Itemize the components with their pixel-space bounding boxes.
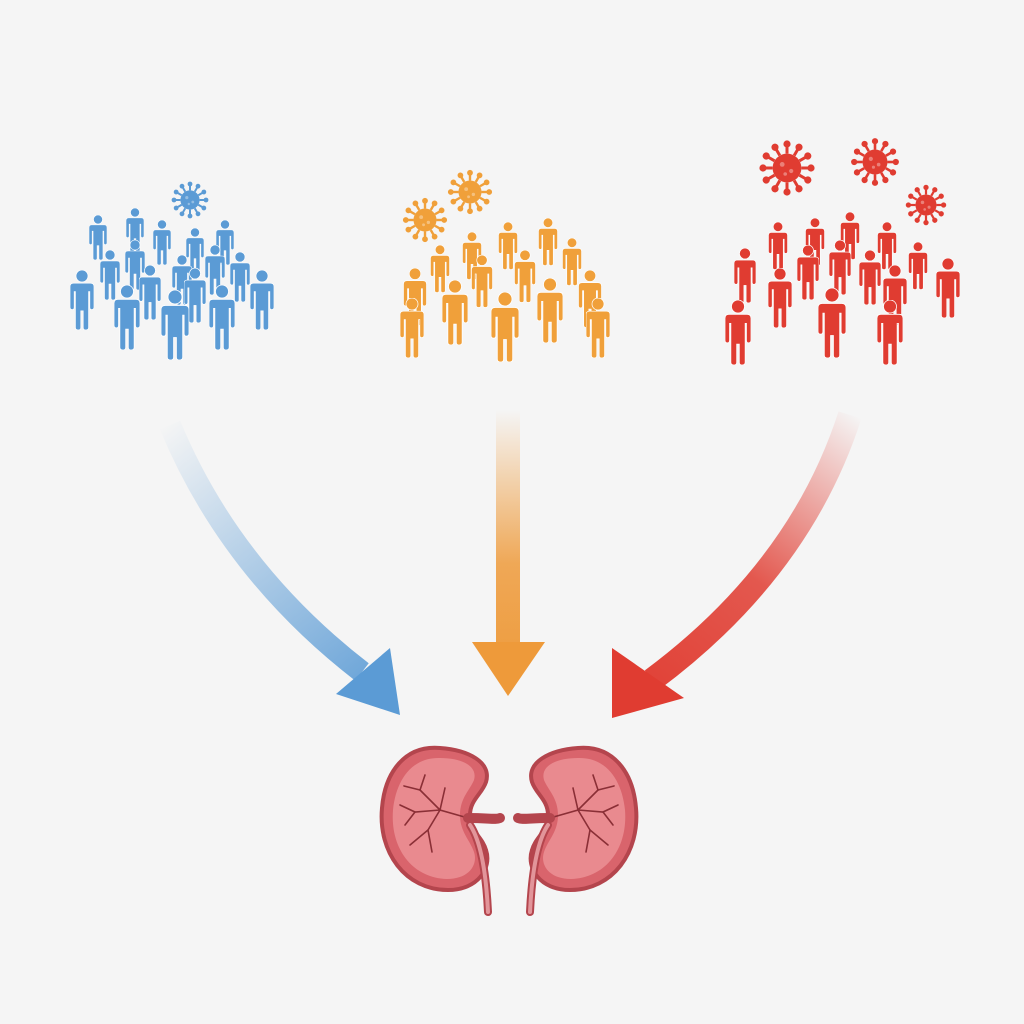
virus-icon (851, 138, 899, 186)
virus-icon (172, 182, 209, 219)
person-icon (734, 248, 756, 303)
virus-icon (448, 170, 492, 214)
person-icon (70, 270, 94, 330)
person-icon (908, 242, 928, 290)
person-icon (153, 220, 171, 265)
arrow-high-to-kidneys (612, 411, 862, 718)
person-icon (818, 288, 846, 358)
person-icon (230, 252, 250, 302)
virus-icon (906, 185, 946, 225)
person-icon (562, 238, 582, 286)
left-kidney (379, 745, 505, 916)
person-icon (139, 265, 161, 320)
kidneys-illustration (379, 745, 639, 916)
virus-icon (759, 140, 814, 195)
person-icon (430, 245, 450, 293)
person-icon (725, 300, 751, 365)
arrow-medium-to-kidneys (472, 410, 545, 696)
medium-exposure-group (400, 170, 610, 362)
person-icon (538, 218, 558, 266)
person-icon (768, 268, 792, 328)
person-icon (442, 280, 468, 345)
right-kidney (513, 745, 639, 916)
person-icon (768, 222, 788, 270)
person-icon (859, 250, 881, 305)
high-exposure-group (725, 138, 960, 365)
person-icon (250, 270, 274, 330)
person-icon (491, 292, 519, 362)
person-icon (89, 215, 107, 260)
person-icon (936, 258, 960, 318)
arrow-low-to-kidneys (159, 420, 400, 715)
person-icon (514, 250, 536, 303)
low-exposure-group (70, 182, 274, 360)
person-icon (537, 278, 563, 343)
person-icon (498, 222, 518, 270)
person-icon (877, 222, 897, 270)
person-icon (114, 285, 140, 350)
virus-icon (403, 198, 447, 242)
